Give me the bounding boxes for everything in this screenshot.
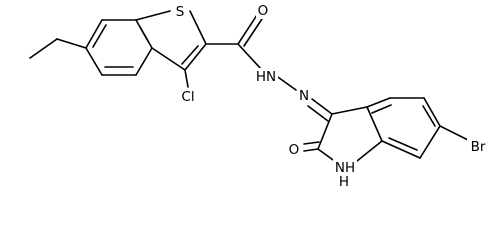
hydrazone-nitrogen-atom: N	[299, 88, 309, 104]
sulfur-atom: S	[176, 4, 185, 20]
carbonyl-oxygen-atom: O	[258, 3, 269, 19]
chlorine-atom: Cl	[181, 89, 194, 105]
indole-h-atom: H	[339, 174, 349, 190]
hydrazide-nh-atom: HN	[256, 69, 276, 85]
benzothiophene-bonds	[85, 10, 207, 76]
molecule-structure: S O HN N Cl O NH H Br	[29, 2, 489, 191]
substituent-bonds	[29, 14, 333, 122]
oxindole-bonds	[303, 97, 469, 166]
bromine-atom: Br	[471, 139, 486, 155]
lactam-oxygen-atom: O	[289, 142, 300, 158]
indole-nh-atom: NH	[335, 160, 355, 176]
atom-labels: S O HN N Cl O NH H Br	[173, 2, 489, 191]
